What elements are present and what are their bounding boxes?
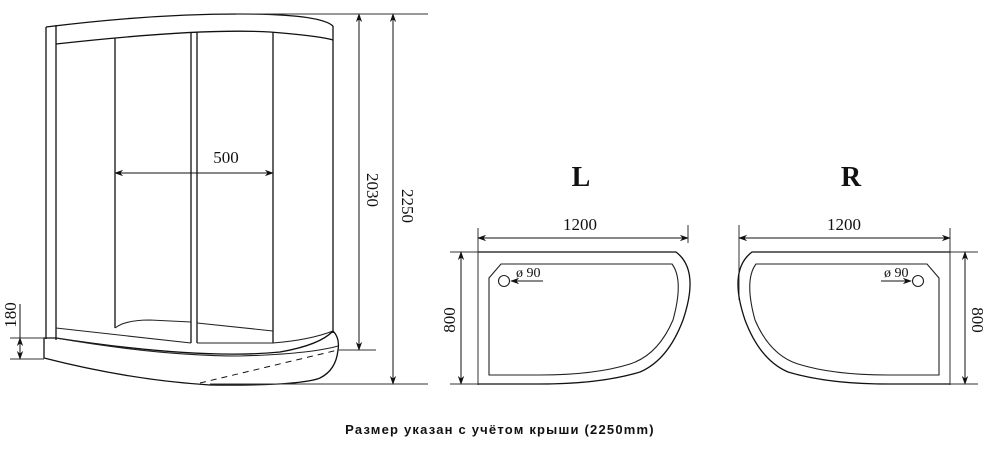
caption-note: Размер указан с учётом крыши (2250mm) [345,422,655,437]
right-tray-title: R [841,162,862,193]
right-tray-width-label: 1200 [827,215,861,234]
side-view: 500 2030 2250 180 [1,13,428,386]
left-tray-drain-label: ø 90 [516,266,541,281]
left-tray-depth-label: 800 [440,307,459,333]
tray-height-180-label: 180 [1,302,20,328]
left-tray-width-label: 1200 [563,215,597,234]
left-tray-title: L [572,162,591,193]
right-tray-depth-label: 800 [968,307,987,333]
cabin-height-2030-label: 2030 [363,173,382,207]
left-tray-plan: L 1200 800 ø 90 [440,162,691,385]
total-height-2250-label: 2250 [398,189,417,223]
right-tray-drain-label: ø 90 [884,266,909,281]
width-500-label: 500 [213,148,239,167]
right-tray-plan: R 1200 800 ø 90 [737,162,987,385]
